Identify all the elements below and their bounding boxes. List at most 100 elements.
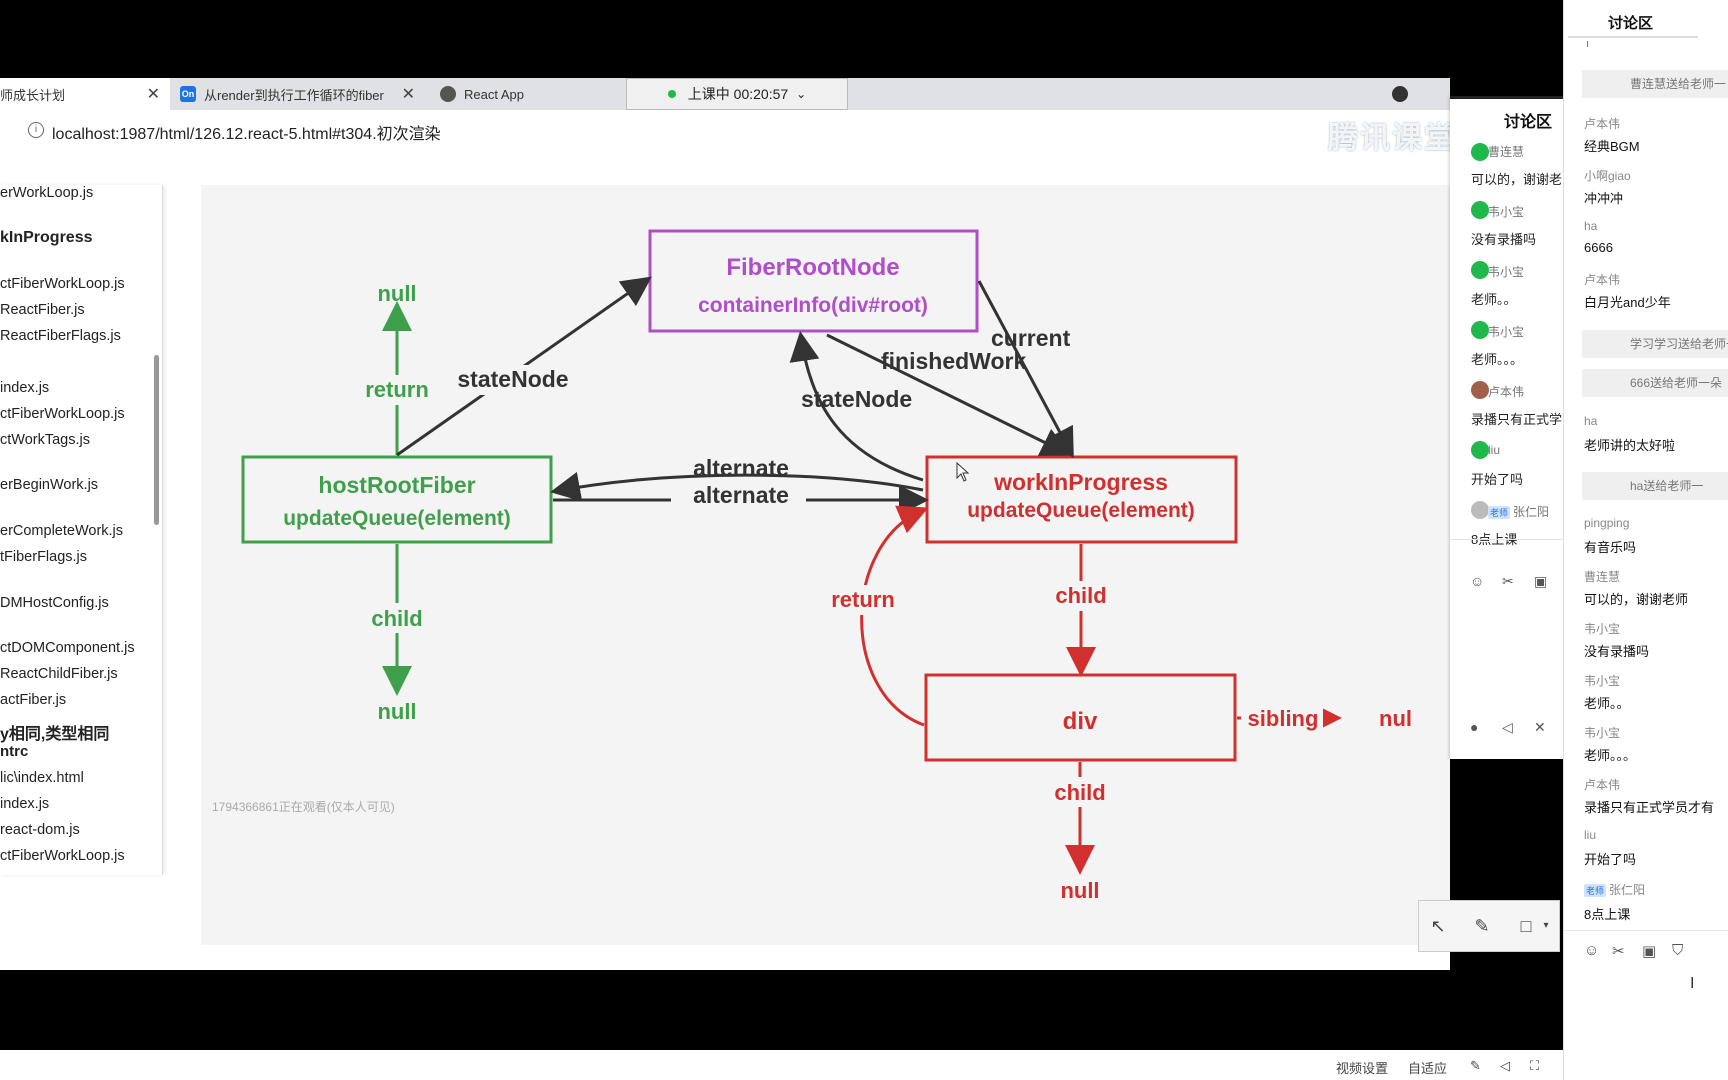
chat-message-text: 录播只有正式学员才有 bbox=[1584, 800, 1715, 815]
chat-user-name: 卢本伟 bbox=[1584, 117, 1621, 131]
mic-off-icon[interactable]: ✎ bbox=[1470, 1058, 1481, 1073]
message-input[interactable] bbox=[1584, 970, 1724, 1030]
live-timer: 上课中 00:20:57 bbox=[687, 86, 789, 102]
chat-message-text: 开始了吗 bbox=[1471, 472, 1524, 487]
null-label-left: null bbox=[377, 699, 416, 724]
live-dot-icon bbox=[667, 90, 676, 98]
discussion-panel bbox=[1563, 0, 1728, 1080]
fiber-diagram: FiberRootNode containerInfo(div#root) ho… bbox=[201, 185, 1450, 945]
file-item[interactable]: index.js bbox=[0, 796, 50, 812]
file-item[interactable]: ReactChildFiber.js bbox=[0, 666, 118, 682]
child-label-red-top: child bbox=[1055, 583, 1106, 608]
tab-growth-plan[interactable]: 师成长计划 ✕ bbox=[0, 78, 170, 110]
chat-user-name: liu bbox=[1584, 828, 1597, 842]
live-status-badge[interactable]: 上课中 00:20:57 ⌄ bbox=[626, 78, 848, 110]
tab-fiber-render[interactable]: On 从render到执行工作循环的fiber ✕ bbox=[178, 78, 425, 110]
pen-tool-icon[interactable]: ✎ bbox=[1474, 916, 1490, 936]
rectangle-tool-icon[interactable]: □ bbox=[1520, 916, 1532, 936]
file-item[interactable]: ntrc bbox=[0, 743, 29, 760]
file-item[interactable]: erWorkLoop.js bbox=[0, 185, 94, 201]
chevron-down-icon: ⌄ bbox=[796, 87, 807, 101]
wechat-avatar-icon bbox=[1471, 143, 1489, 161]
shield-icon[interactable]: ⛉ bbox=[1672, 942, 1684, 959]
chat-message-text: 开始了吗 bbox=[1584, 852, 1637, 867]
close-icon[interactable]: ✕ bbox=[146, 86, 160, 103]
discussion-tab-underline bbox=[1568, 36, 1698, 38]
host-root-fiber-title: hostRootFiber bbox=[318, 472, 475, 498]
div-fiber-title: div bbox=[1063, 708, 1098, 735]
fiber-root-node-title: FiberRootNode bbox=[726, 254, 899, 281]
gift-notice: ha送给老师一 bbox=[1582, 472, 1728, 500]
file-item[interactable]: actFiber.js bbox=[0, 692, 67, 708]
pointer-tool-icon[interactable]: ↖ bbox=[1430, 916, 1446, 936]
null-label-sibling: nul bbox=[1379, 706, 1412, 731]
discussion-tab[interactable]: 讨论区 bbox=[1608, 15, 1654, 32]
emoji-icon[interactable]: ☺ bbox=[1584, 942, 1600, 959]
mouse-cursor-icon bbox=[956, 461, 970, 482]
site-info-icon[interactable]: i bbox=[28, 122, 44, 138]
mini-chat-panel: 曹连慧 可以的，谢谢老 韦小宝 没有录播吗 韦小宝 老师。。 韦小宝 老师。。。… bbox=[1450, 96, 1563, 759]
tab-label: 师成长计划 bbox=[0, 87, 66, 103]
fullscreen-icon[interactable]: ⛶ bbox=[1530, 1058, 1540, 1073]
chat-user-name: 曹连慧 bbox=[1488, 145, 1525, 159]
chat-message-text: 录播只有正式学 bbox=[1471, 412, 1563, 427]
fiber-diagram-svg: FiberRootNode containerInfo(div#root) ho… bbox=[241, 229, 1412, 903]
file-item[interactable]: ctFiberWorkLoop.js bbox=[0, 406, 125, 422]
user-avatar-icon bbox=[1471, 381, 1489, 399]
file-item[interactable]: lic\index.html bbox=[0, 770, 84, 786]
wechat-avatar-icon bbox=[1471, 261, 1489, 279]
image-icon[interactable]: ▣ bbox=[1642, 943, 1657, 960]
chat-message-text: 老师。。 bbox=[1584, 696, 1630, 711]
file-item[interactable]: y相同,类型相同 bbox=[0, 726, 110, 743]
gift-notice: 学习学习送给老师一 bbox=[1582, 330, 1728, 358]
image-icon[interactable]: ▣ bbox=[1534, 573, 1548, 589]
bottom-control-bar bbox=[0, 1050, 1563, 1080]
chat-user-name: 卢本伟 bbox=[1584, 273, 1621, 287]
chat-message-text: 可以的，谢谢老师 bbox=[1584, 592, 1689, 607]
caret: ı bbox=[1586, 38, 1590, 50]
file-item[interactable]: index.js bbox=[0, 380, 50, 396]
scissors-icon[interactable]: ✂ bbox=[1502, 573, 1514, 589]
video-settings-button[interactable]: 视频设置 bbox=[1336, 1061, 1389, 1076]
tab-search-icon[interactable] bbox=[1392, 86, 1408, 102]
tab-react-app[interactable]: React App bbox=[440, 78, 620, 110]
file-item[interactable]: ctWorkTags.js bbox=[0, 432, 90, 448]
file-item[interactable]: erBeginWork.js bbox=[0, 477, 99, 493]
alternate-arrow-top bbox=[550, 471, 924, 502]
chat-user-name-text: 张仁阳 bbox=[1609, 883, 1646, 897]
scissors-icon[interactable]: ✂ bbox=[1612, 943, 1625, 960]
file-item[interactable]: ctFiberWorkLoop.js bbox=[0, 848, 125, 864]
adaptive-button[interactable]: 自适应 bbox=[1408, 1061, 1448, 1076]
speaker-icon[interactable]: ◁ bbox=[1502, 719, 1513, 735]
file-item[interactable]: erCompleteWork.js bbox=[0, 523, 124, 539]
file-panel-scrollbar[interactable] bbox=[154, 355, 159, 525]
chevron-down-icon[interactable]: ▾ bbox=[1543, 920, 1549, 931]
microphone-icon[interactable]: ● bbox=[1470, 719, 1479, 735]
file-item[interactable]: kInProgress bbox=[0, 229, 93, 246]
file-item[interactable]: DMHostConfig.js bbox=[0, 595, 109, 611]
alternate-label-bottom: alternate bbox=[693, 482, 789, 508]
onenote-favicon-icon: On bbox=[180, 86, 196, 102]
chat-user-name: 韦小宝 bbox=[1488, 205, 1525, 219]
file-item[interactable]: tFiberFlags.js bbox=[0, 549, 88, 565]
mute-icon[interactable]: ✕ bbox=[1534, 719, 1546, 735]
state-node-label-left: stateNode bbox=[457, 366, 568, 392]
file-item[interactable]: ctFiberWorkLoop.js bbox=[0, 276, 125, 292]
file-item[interactable]: react-dom.js bbox=[0, 822, 80, 838]
volume-icon[interactable]: ◁ bbox=[1500, 1058, 1510, 1073]
file-item[interactable]: ReactFiberFlags.js bbox=[0, 328, 121, 344]
tab-label: 从render到执行工作循环的fiber bbox=[204, 87, 384, 103]
chat-user-name: 韦小宝 bbox=[1584, 674, 1621, 688]
close-icon[interactable]: ✕ bbox=[401, 86, 415, 103]
sibling-label: sibling bbox=[1248, 706, 1319, 731]
file-item[interactable]: ctDOMComponent.js bbox=[0, 640, 135, 656]
chat-message-text: 冲冲冲 bbox=[1584, 191, 1624, 206]
null-label-top: null bbox=[377, 281, 416, 306]
current-label: current bbox=[991, 325, 1071, 351]
url-field[interactable]: localhost:1987/html/126.12.react-5.html#… bbox=[52, 126, 441, 143]
return-label-red: return bbox=[831, 587, 895, 612]
return-arrow-red bbox=[860, 505, 929, 727]
file-item[interactable]: ReactFiber.js bbox=[0, 302, 85, 318]
emoji-icon[interactable]: ☺ bbox=[1470, 573, 1485, 589]
address-bar bbox=[0, 110, 1450, 150]
